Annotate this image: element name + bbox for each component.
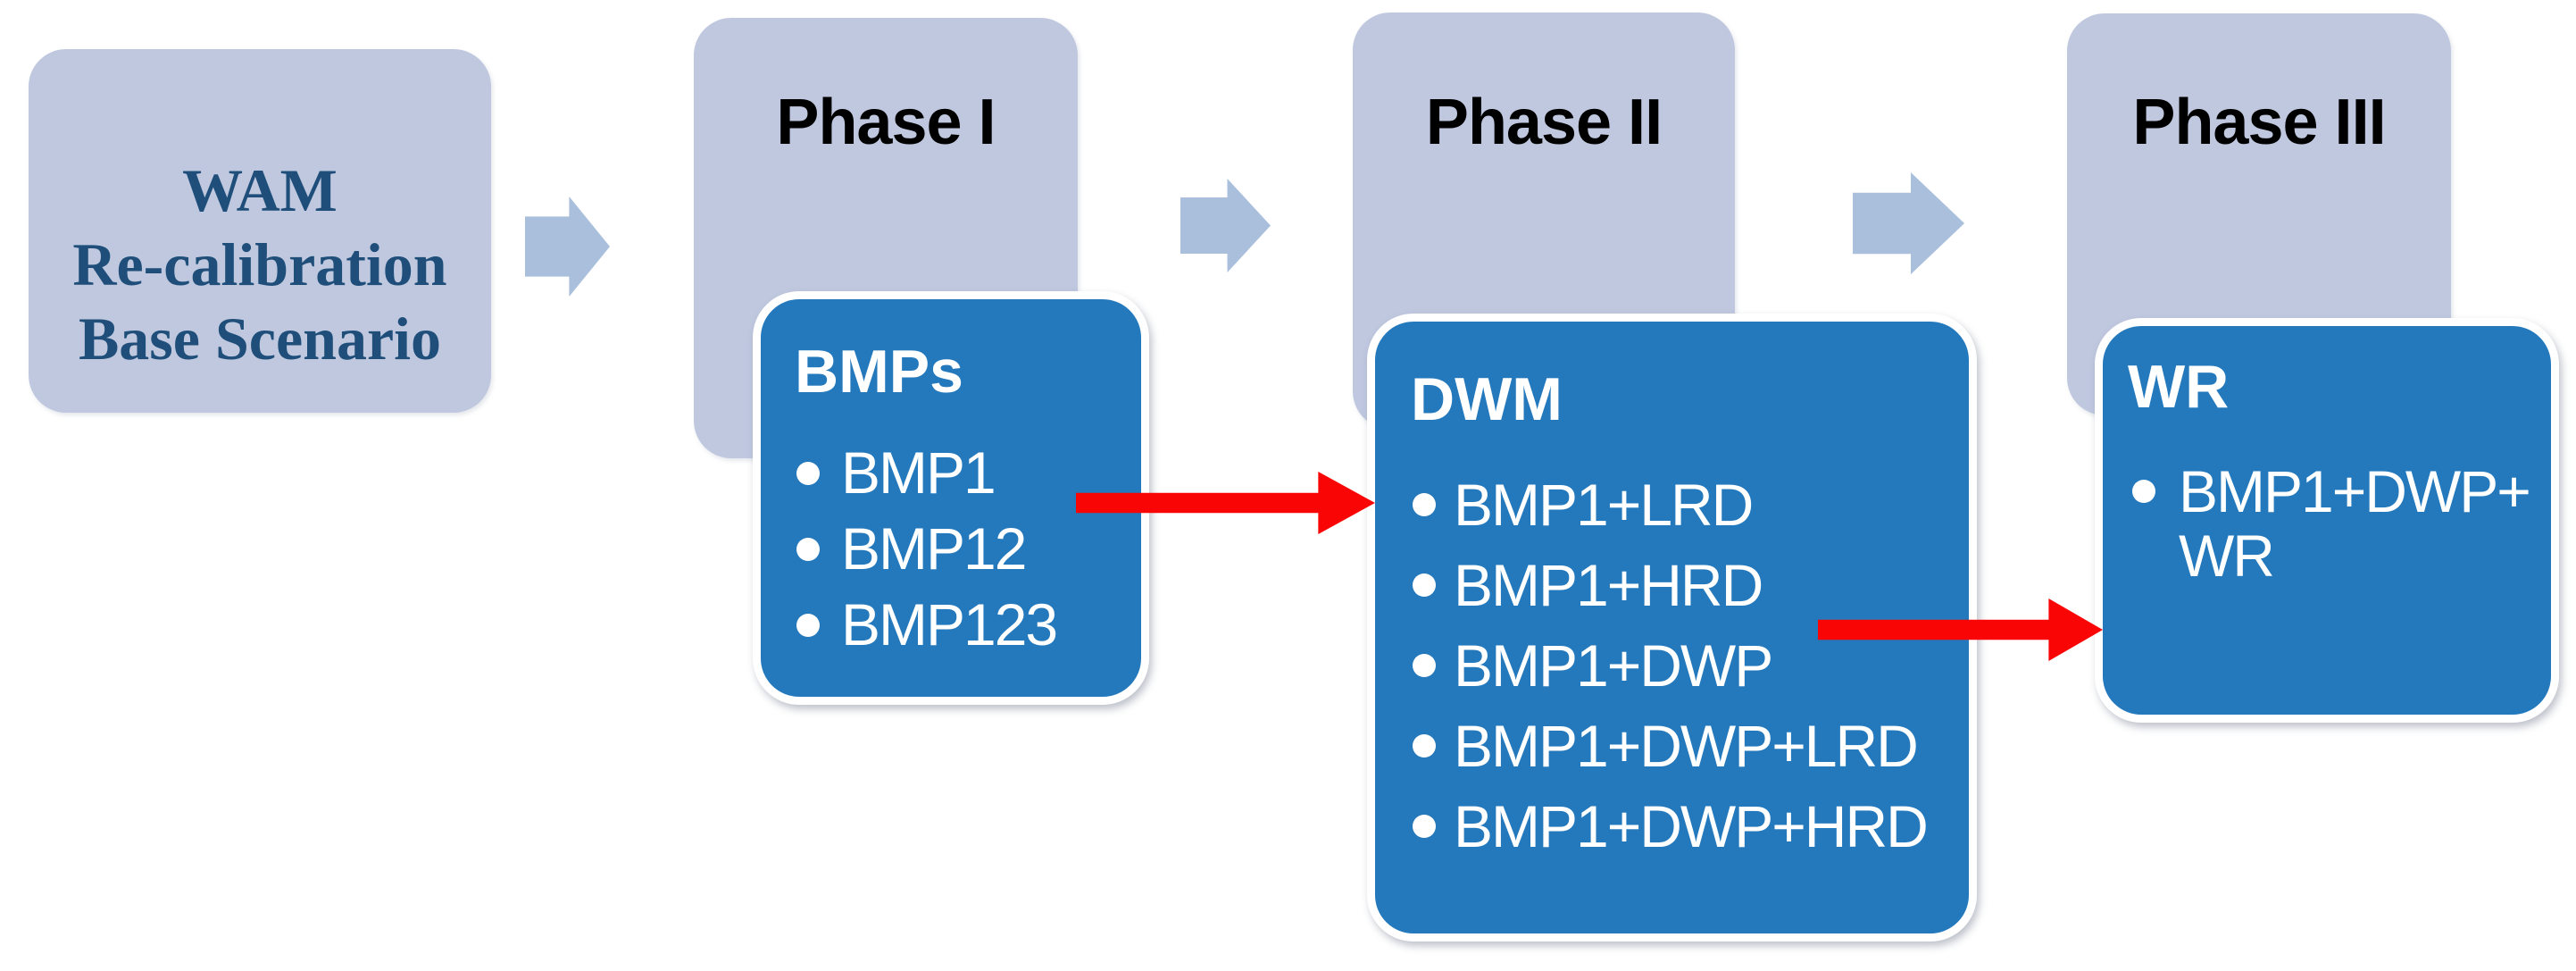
wr-card-title: WR xyxy=(2128,353,2230,421)
bullet-dot-icon xyxy=(1413,493,1436,516)
bullet-dot-icon xyxy=(1413,734,1436,758)
list-item: BMP1+LRD xyxy=(1413,465,1927,545)
list-item-text: BMP1+DWP xyxy=(1454,632,1773,699)
dwm-list: BMP1+LRD BMP1+HRD BMP1+DWP BMP1+DWP+LRD … xyxy=(1413,465,1929,866)
bmps-list: BMP1 BMP12 BMP123 xyxy=(796,435,1058,663)
list-item: BMP1+DWP xyxy=(1413,625,1927,706)
dwm-card-title: DWM xyxy=(1411,365,1563,433)
list-item-text: BMP123 xyxy=(841,591,1058,657)
list-item-text: BMP1+LRD xyxy=(1454,472,1754,538)
start-box xyxy=(29,49,491,413)
bullet-dot-icon xyxy=(1413,815,1436,838)
list-item: BMP1+HRD xyxy=(1413,545,1927,625)
list-item-text: BMP1+DWP+​WR xyxy=(2179,458,2531,589)
phase1-label: Phase I xyxy=(776,87,996,158)
list-item-text: BMP12 xyxy=(841,515,1027,582)
bmps-card-title: BMPs xyxy=(795,338,963,406)
wr-card xyxy=(2095,318,2559,723)
list-item: BMP1+DWP+​WR xyxy=(2132,459,2572,588)
bullet-dot-icon xyxy=(1413,573,1436,597)
list-item-text: BMP1+DWP+HRD xyxy=(1454,793,1929,859)
bullet-dot-icon xyxy=(796,538,820,561)
list-item-text: BMP1+HRD xyxy=(1454,552,1763,618)
list-item-text: BMP1+DWP+LRD xyxy=(1454,713,1919,779)
start-box-text: WAM Re-calibration Base Scenario xyxy=(29,154,491,376)
list-item: BMP123 xyxy=(796,587,1058,663)
bullet-dot-icon xyxy=(1413,654,1436,677)
start-box-line-2: Re-calibration xyxy=(72,230,447,298)
start-box-line-3: Base Scenario xyxy=(78,305,442,372)
bullet-dot-icon xyxy=(2132,480,2155,503)
bullet-dot-icon xyxy=(796,462,820,485)
flow-arrow-icon-3 xyxy=(1853,172,1964,274)
phase2-label: Phase II xyxy=(1425,87,1663,158)
start-box-line-1: WAM xyxy=(182,156,338,224)
wr-list: BMP1+DWP+​WR xyxy=(2132,459,2572,588)
flow-arrow-icon-1 xyxy=(525,197,610,297)
flow-arrow-icon-2 xyxy=(1180,179,1271,272)
list-item: BMP1 xyxy=(796,435,1056,511)
bullet-dot-icon xyxy=(796,614,820,637)
list-item: BMP1+DWP+LRD xyxy=(1413,706,1927,786)
list-item: BMP1+DWP+HRD xyxy=(1413,786,1929,866)
list-item: BMP12 xyxy=(796,511,1056,587)
list-item-text: BMP1 xyxy=(841,439,996,506)
phase3-label: Phase III xyxy=(2132,87,2386,158)
